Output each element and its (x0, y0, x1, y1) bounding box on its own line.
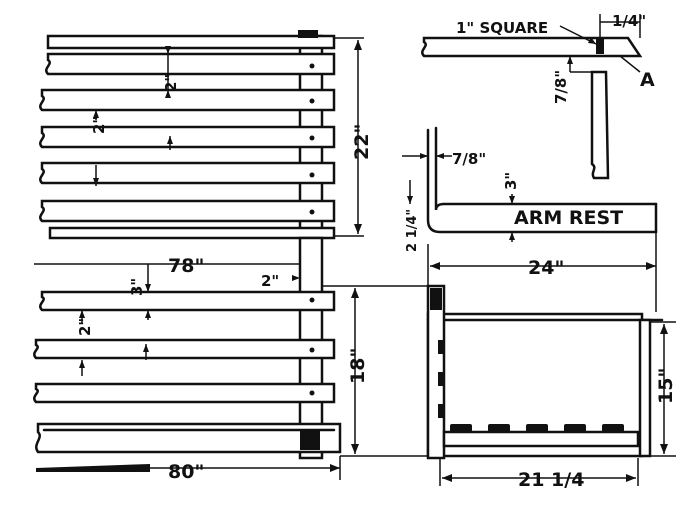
point-a-label: A (640, 69, 655, 91)
seat-front-rail (35, 422, 342, 454)
square-label: 1" SQUARE (456, 19, 548, 37)
dim-78-label: 78" (168, 255, 204, 277)
seat-slat-1 (39, 290, 336, 312)
seat-slat-3 (33, 382, 336, 404)
back-nails (309, 63, 315, 215)
dim-2-label-a: 2" (162, 74, 180, 92)
dim-2-label-b: 2" (90, 116, 108, 134)
arm-top-bar (421, 36, 643, 58)
two-quarter-label: 2 1/4" (405, 209, 420, 252)
dim-15-label: 15" (655, 368, 677, 404)
back-slat-6 (39, 199, 336, 223)
dim-78: 78" 2" (34, 240, 323, 292)
arm-rest-bend (426, 128, 658, 234)
dim-18-label: 18" (347, 348, 369, 384)
dim-24-label: 24" (528, 257, 564, 279)
dim-2-post-label: 2" (261, 272, 279, 290)
back-slat-3 (39, 88, 336, 112)
back-slat-2 (45, 52, 336, 76)
dim-80-label: 80" (168, 461, 204, 483)
side-frame: 24" 15" 21 1/4 (426, 232, 677, 491)
rear-leg (638, 318, 652, 458)
seat-slat-assembly: 3" 2" 18" (33, 236, 430, 460)
dim-2-seat-label: 2" (76, 318, 94, 336)
seat-corner-block (300, 430, 320, 450)
dim-22-label: 22" (351, 124, 373, 160)
dim-21-quarter-label: 21 1/4 (518, 469, 584, 491)
back-slat-1 (46, 34, 336, 50)
back-slat-4 (39, 125, 336, 149)
leg-cleats (438, 340, 444, 418)
arm-rest-profile: ARM REST 7/8" 3" 2 1/4" (402, 126, 658, 252)
quarter-label: 1/4" (612, 12, 646, 30)
seven-eighths-top-label: 7/8" (552, 70, 570, 104)
arm-detail: 1" SQUARE 1/4" A 7/8" (421, 12, 655, 180)
seat-slat-2 (33, 338, 336, 360)
back-bottom-rail (48, 226, 336, 240)
seat-nails (309, 297, 315, 396)
bottom-slat-ends (450, 424, 624, 432)
back-top-cap (298, 30, 318, 38)
back-slat-5 (39, 161, 336, 185)
dim-3-arm-label: 3" (502, 172, 520, 190)
arm-rest-label: ARM REST (514, 207, 623, 229)
dim-3-seat-label: 3" (128, 278, 146, 296)
dim-80: 80" (36, 456, 341, 483)
back-slat-assembly: 22" 2" 2" (39, 30, 373, 240)
arm-vertical-leg (590, 70, 610, 180)
square-block (596, 38, 604, 54)
seven-eighths-side-label: 7/8" (452, 150, 486, 168)
